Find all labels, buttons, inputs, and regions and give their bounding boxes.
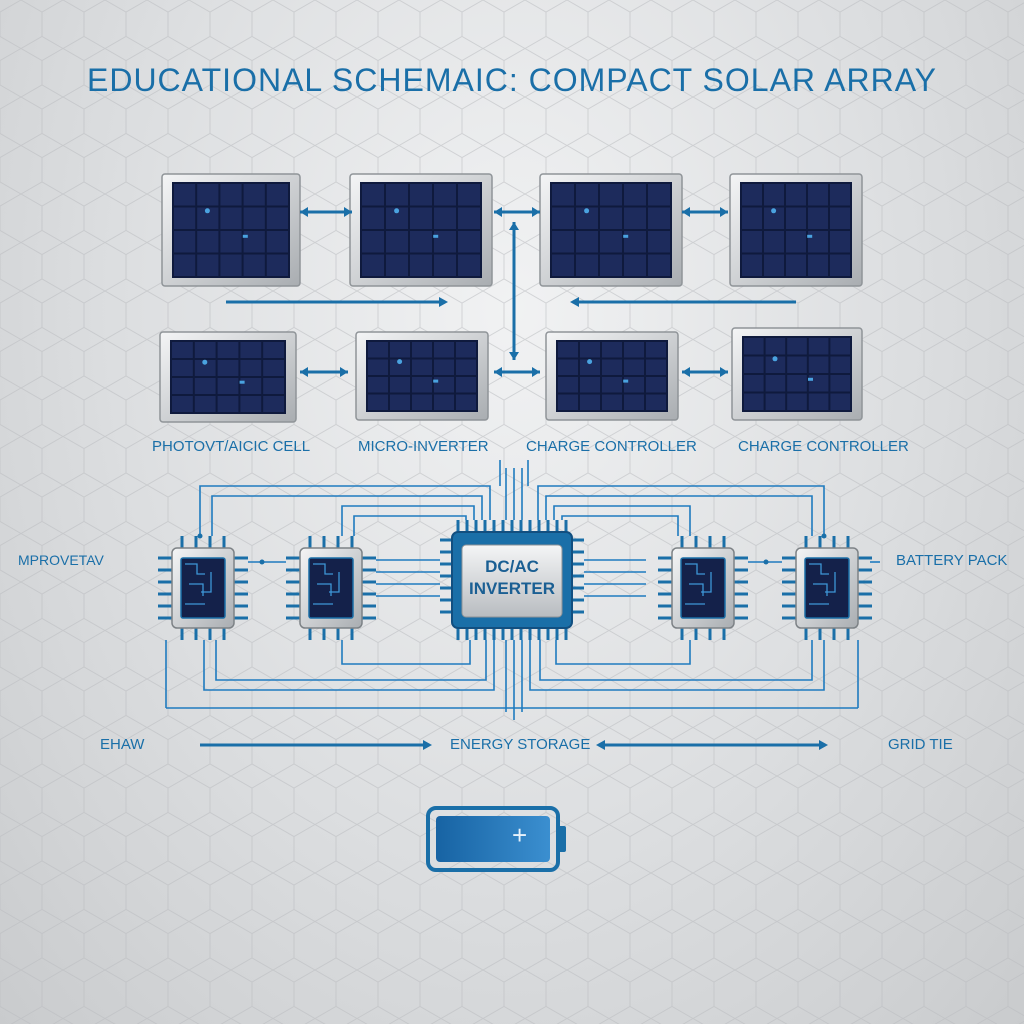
label-grid-tie: GRID TIE [888,736,953,753]
wire-trace [553,505,691,536]
label-charge-controller-2: CHARGE CONTROLLER [738,438,909,455]
page-title: EDUCATIONAL SCHEMAIC: COMPACT SOLAR ARRA… [86,62,938,98]
wire-node [763,559,769,565]
solar-panel-icon [545,331,679,421]
wire-trace [537,485,825,536]
wire-trace [199,485,491,536]
battery-plus-sign: + [512,820,528,850]
wire-node [197,533,203,539]
inverter-label-line1: DC/AC [485,557,539,576]
wire-trace [203,640,495,691]
arrow-heads [300,207,828,750]
label-photovoltaic-cell: PHOTOVT/AICIC CELL [152,438,311,455]
chip-icon [158,536,248,640]
inverter-label: DC/AC INVERTER [466,556,558,600]
label-battery-pack: BATTERY PACK [896,552,1008,569]
wire-trace [545,495,813,536]
wire-trace [539,640,813,681]
wire-trace [341,640,471,665]
inverter-icon [440,520,584,640]
solar-panel-icon [349,173,493,287]
chip-icon [658,536,748,640]
wire-trace [211,495,483,536]
wire-node [821,533,827,539]
inverter-label-line2: INVERTER [469,579,555,598]
battery-icon [426,806,566,872]
solar-panel-icon [161,173,301,287]
label-energy-storage: ENERGY STORAGE [450,736,591,753]
wire-trace [561,515,679,536]
label-flow-left: EHAW [100,736,145,753]
solar-panel-icon [729,173,863,287]
wire-trace [353,515,467,536]
chip-row [158,536,872,640]
circuit-wires [165,460,880,720]
wire-trace [341,505,475,536]
label-charge-controller-1: CHARGE CONTROLLER [526,438,697,455]
solar-panel-icon [731,327,863,421]
chip-icon [782,536,872,640]
solar-panel-array [159,173,863,423]
wire-node [259,559,265,565]
label-micro-inverter: MICRO-INVERTER [358,438,489,455]
wire-trace [529,640,825,691]
wire-trace [555,640,691,665]
chip-icon [286,536,376,640]
solar-panel-icon [355,331,489,421]
solar-panel-icon [159,331,297,423]
solar-panel-icon [539,173,683,287]
wire-trace [215,640,487,681]
label-left-chip: MPROVETAV [18,552,104,568]
